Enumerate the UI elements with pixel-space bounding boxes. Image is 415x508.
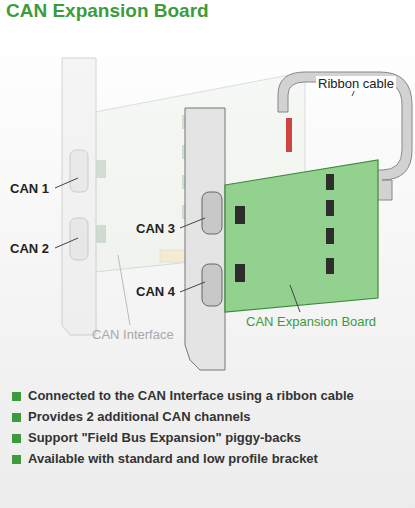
board-chips (235, 174, 334, 282)
part-label: CAN Interface (92, 327, 174, 342)
port-label: CAN 3 (136, 221, 175, 236)
port-label: CAN 1 (10, 181, 49, 196)
bullet-mark (12, 434, 21, 443)
expansion-bracket (185, 108, 225, 370)
db9-connector (202, 192, 222, 234)
feature-text: Support "Field Bus Expansion" piggy-back… (28, 430, 301, 445)
bullet-mark (12, 455, 21, 464)
port-label: CAN 4 (136, 284, 175, 299)
ribbon-edge (286, 118, 292, 152)
bullet-mark (12, 392, 21, 401)
db9-connector (202, 264, 222, 306)
expansion-board (225, 160, 378, 312)
page-title: CAN Expansion Board (6, 0, 209, 22)
background (0, 30, 415, 508)
leader-line (118, 255, 130, 325)
feature-text: Available with standard and low profile … (28, 451, 318, 466)
part-label: CAN Expansion Board (246, 314, 376, 329)
feature-text: Connected to the CAN Interface using a r… (28, 388, 354, 403)
feature-text: Provides 2 additional CAN channels (28, 409, 251, 424)
leader-lines (55, 78, 360, 312)
part-label: Ribbon cable (316, 76, 396, 91)
bullet-mark (12, 413, 21, 422)
port-label: CAN 2 (10, 241, 49, 256)
